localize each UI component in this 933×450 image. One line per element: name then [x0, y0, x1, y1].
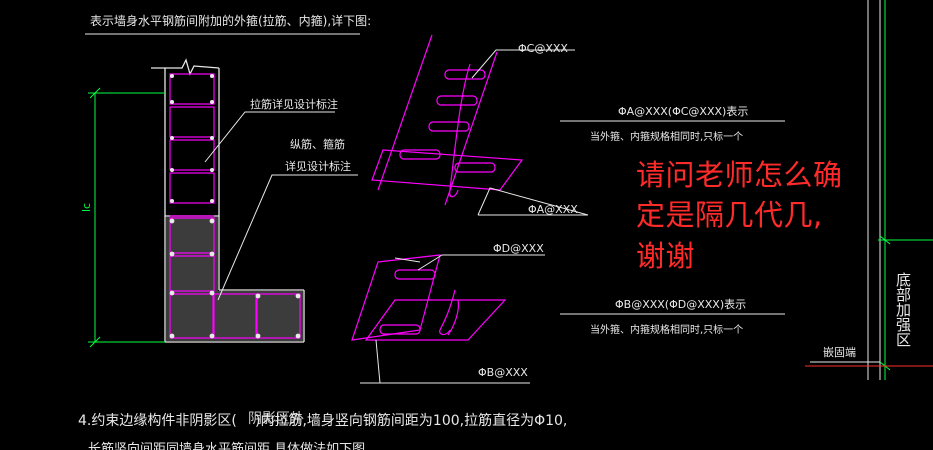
wall-column	[151, 58, 305, 343]
rebar-dots	[169, 74, 301, 339]
rebar-label-d: ΦD@XXX	[493, 242, 544, 255]
note-underlines	[560, 120, 785, 315]
wall-stirrups	[169, 73, 301, 339]
lower-note-desc: 当外箍、内箍规格相同时,只标一个	[590, 325, 744, 336]
leader-lines	[204, 111, 358, 301]
shaded-zone	[166, 217, 303, 341]
question-line-3: 谢谢	[636, 239, 696, 273]
tie-note: 拉筋详见设计标注	[250, 98, 338, 111]
question-line-1: 请问老师怎么确	[636, 158, 843, 192]
bottom-line-1a: 4.约束边缘构件非阴影区(	[78, 413, 237, 429]
bottom-line-1-overlap: 阴影区外	[248, 411, 304, 427]
upper-note-title: ΦA@XXX(ΦC@XXX)表示	[618, 105, 749, 118]
long-bar-note-2: 详见设计标注	[285, 160, 351, 173]
question-line-2: 定是隔几代几,	[636, 198, 823, 232]
long-bar-note-1: 纵筋、箍筋	[290, 138, 345, 151]
upper-iso-detail	[371, 34, 524, 206]
right-base-label: 嵌固端	[823, 346, 856, 359]
lower-iso-detail	[351, 254, 507, 341]
rebar-label-b: ΦB@XXX	[478, 366, 528, 379]
rebar-label-a: ΦA@XXX	[528, 203, 578, 216]
lc-label: lc	[80, 202, 93, 212]
header-text: 表示墙身水平钢筋间附加的外箍(拉筋、内箍),详下图:	[90, 14, 372, 28]
upper-iso-dims	[471, 49, 589, 216]
right-panel-lines	[805, 0, 933, 380]
bottom-line-1b: )内拉筋,墙身竖向钢筋间距为100,拉筋直径为Φ10,	[255, 413, 568, 429]
upper-note-desc: 当外箍、内箍规格相同时,只标一个	[590, 132, 744, 143]
lc-dimension	[88, 87, 165, 348]
rebar-label-c: ΦC@XXX	[518, 42, 568, 55]
right-vertical-label: 底部加强区	[894, 272, 912, 347]
lower-iso-dims	[360, 254, 545, 384]
lower-note-title: ΦB@XXX(ΦD@XXX)表示	[615, 298, 747, 311]
bottom-line-2: 长筋竖向间距同墙身水平筋间距,具体做法如下图	[88, 442, 366, 450]
